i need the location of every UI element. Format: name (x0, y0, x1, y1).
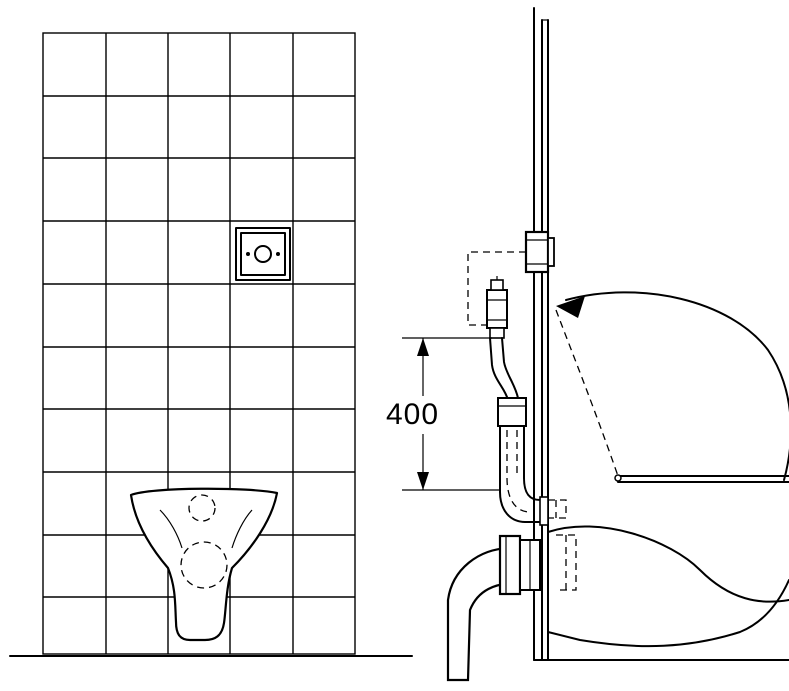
flush-plate (235, 227, 291, 281)
control-cable (467, 251, 526, 326)
wall-hung-toilet-front (129, 487, 279, 642)
drain-pipe (446, 534, 542, 682)
dimension-label: 400 (386, 398, 439, 431)
side-view (402, 7, 789, 682)
flush-pipe (489, 337, 567, 526)
flush-valve (486, 276, 508, 339)
height-dimension (402, 337, 500, 491)
wall-hung-toilet-side (547, 525, 789, 648)
flush-actuator (524, 230, 555, 274)
front-view (9, 32, 413, 657)
toilet-seat-lid (555, 291, 789, 483)
